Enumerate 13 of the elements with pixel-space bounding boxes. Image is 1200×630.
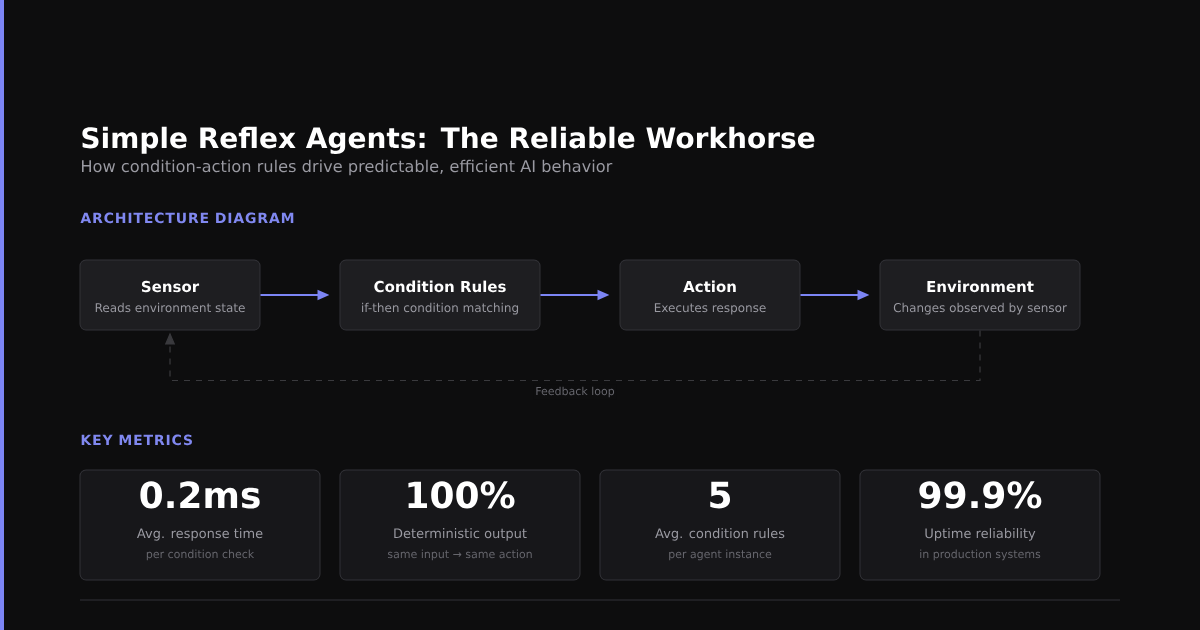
process-box: Environment Changes observed by sensor	[879, 259, 1081, 331]
process-box: Condition Rules if-then condition matching	[339, 259, 541, 331]
arrow	[164, 329, 981, 382]
section-heading: ARCHITECTURE DIAGRAM	[80, 212, 294, 224]
process-box: Sensor Reads environment state	[79, 259, 261, 331]
metric-card: 5 Avg. condition rules per agent instance	[599, 469, 841, 581]
section-heading: KEY METRICS	[81, 434, 192, 446]
title: Simple Reflex Agents: The Reliable Workhorse	[82, 126, 815, 155]
metric-card: 100% Deterministic output same input → same action	[339, 469, 581, 581]
subtitle: How condition-action rules drive predictable, efficient AI behavior	[82, 159, 613, 176]
metric-card: 0.2ms Avg. response time per condition check	[79, 469, 321, 581]
process-box: Action Executes response	[619, 259, 801, 331]
metric-card: 99.9% Uptime reliability in production systems	[859, 469, 1101, 581]
